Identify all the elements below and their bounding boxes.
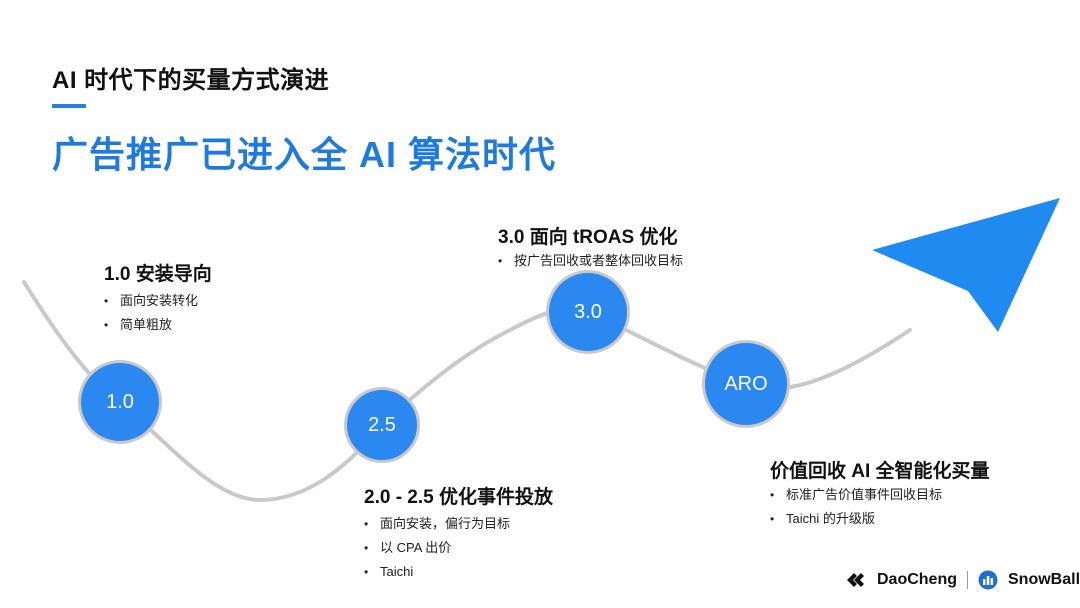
- page-headline: 广告推广已进入全 AI 算法时代: [52, 134, 557, 175]
- list-item: Taichi 的升级版: [770, 507, 942, 531]
- node-stage-2: 2.5: [344, 387, 420, 463]
- daocheng-logo-text: DaoCheng: [877, 571, 957, 588]
- list-item: Taichi: [364, 560, 510, 584]
- stage-3-title: 3.0 面向 tROAS 优化: [498, 227, 678, 248]
- snowball-logo-icon: [978, 570, 998, 590]
- list-item: 标准广告价值事件回收目标: [770, 483, 942, 507]
- kicker-underline: [52, 104, 86, 108]
- arrow-head-icon: [872, 198, 1060, 332]
- logo-divider: [967, 571, 968, 589]
- daocheng-logo-icon: [847, 573, 864, 587]
- stage-4-bullets: 标准广告价值事件回收目标 Taichi 的升级版: [770, 483, 942, 531]
- snowball-logo-text: SnowBall: [1008, 571, 1080, 588]
- list-item: 以 CPA 出价: [364, 536, 510, 560]
- node-stage-1: 1.0: [78, 360, 162, 444]
- list-item: 简单粗放: [104, 313, 198, 337]
- node-stage-3: 3.0: [546, 270, 630, 354]
- section-kicker: AI 时代下的买量方式演进: [52, 67, 330, 94]
- list-item: 面向安装，偏行为目标: [364, 512, 510, 536]
- stage-2-bullets: 面向安装，偏行为目标 以 CPA 出价 Taichi: [364, 512, 510, 584]
- list-item: 面向安装转化: [104, 289, 198, 313]
- list-item: 按广告回收或者整体回收目标: [498, 249, 683, 273]
- stage-4-title: 价值回收 AI 全智能化买量: [770, 461, 990, 482]
- footer-logos: DaoCheng SnowBall: [845, 570, 1080, 590]
- node-stage-4: ARO: [702, 340, 790, 428]
- stage-1-title: 1.0 安装导向: [104, 264, 212, 285]
- stage-2-title: 2.0 - 2.5 优化事件投放: [364, 487, 553, 508]
- stage-1-bullets: 面向安装转化 简单粗放: [104, 289, 198, 337]
- stage-3-bullets: 按广告回收或者整体回收目标: [498, 249, 683, 273]
